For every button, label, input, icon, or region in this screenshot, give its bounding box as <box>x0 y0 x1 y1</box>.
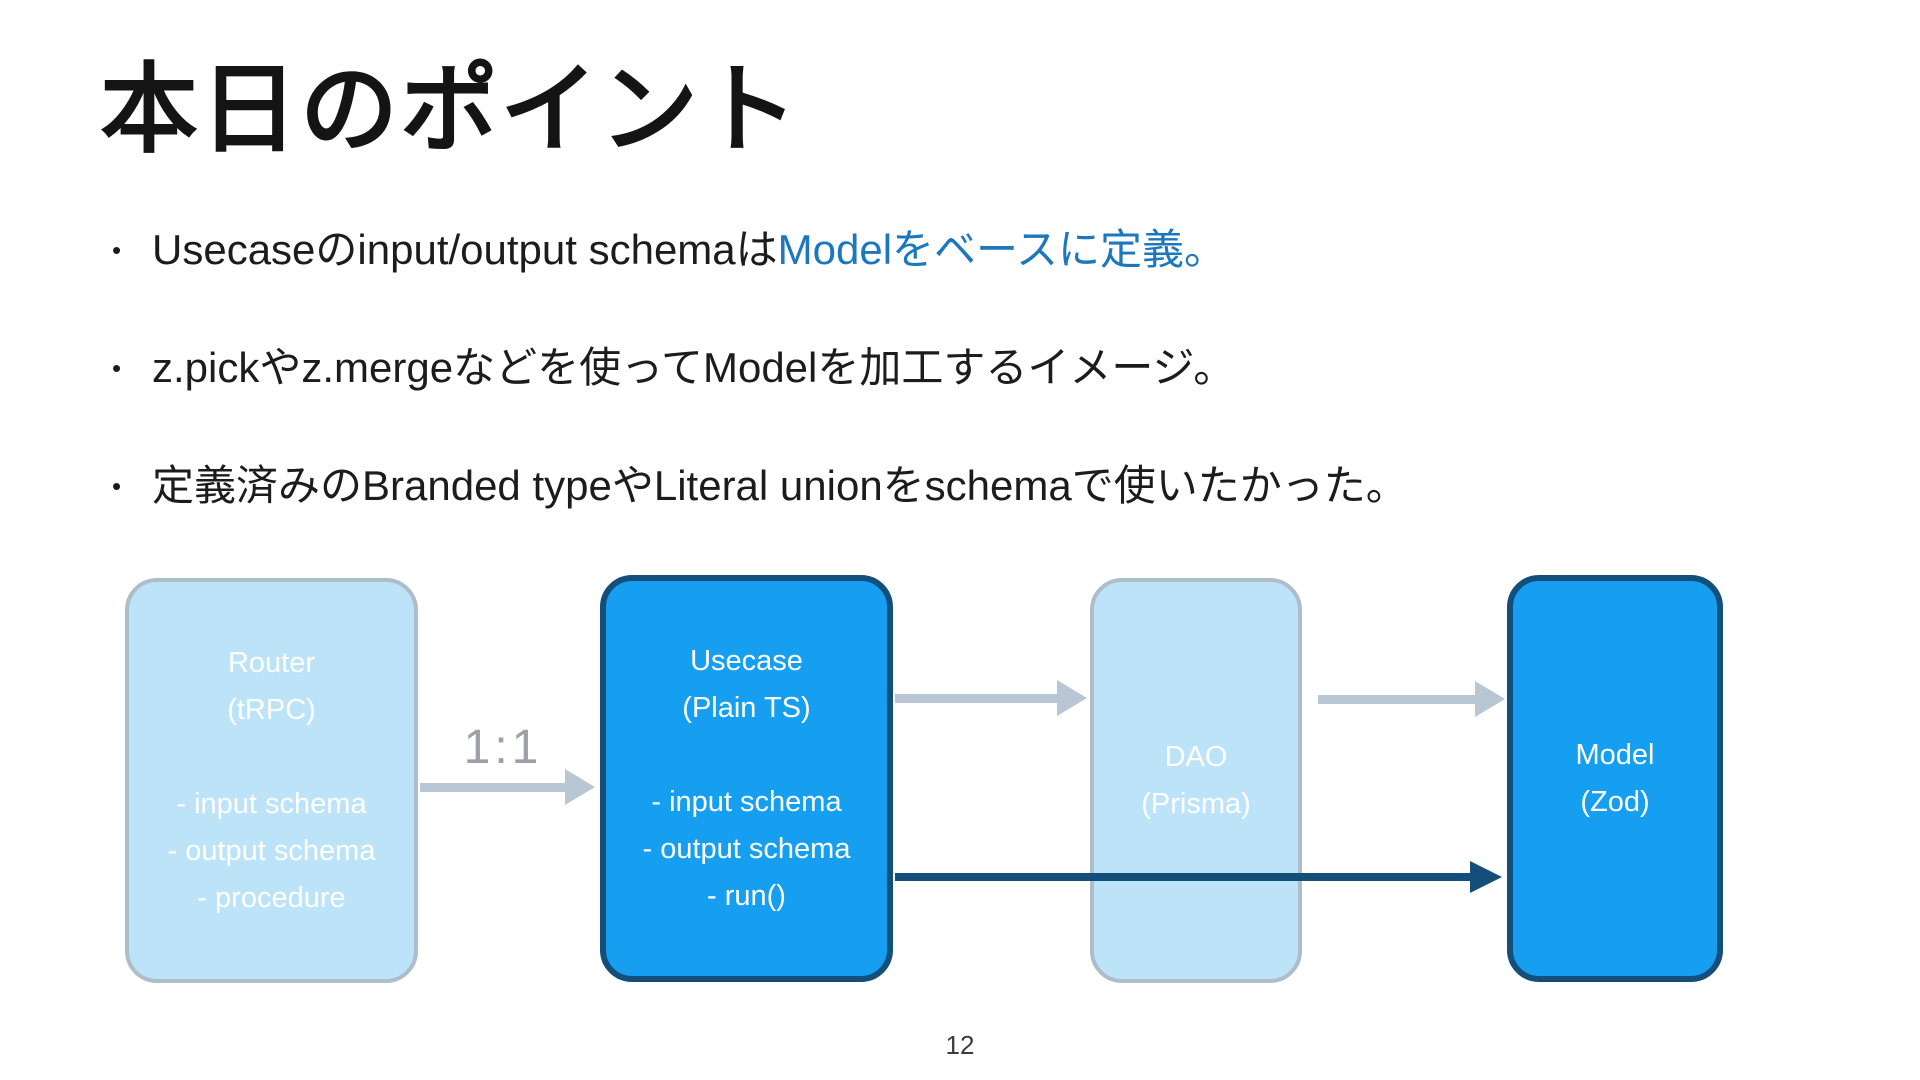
bullet-list: • Usecaseのinput/output schemaはModelをベースに… <box>106 222 1408 576</box>
box-subtitle: (Zod) <box>1580 785 1650 818</box>
arrow-usecase-to-model-icon <box>895 861 1502 893</box>
arrow-head <box>1470 861 1502 893</box>
box-title: Usecase <box>690 644 803 677</box>
bullet-text: Usecaseのinput/output schemaはModelをベースに定義… <box>152 222 1226 278</box>
arrow-head <box>1475 681 1505 717</box>
bullet-text: z.pickやz.mergeなどを使ってModelを加工するイメージ。 <box>152 340 1235 396</box>
box-title: Router <box>227 646 316 679</box>
arrow-usecase-to-dao-icon <box>895 680 1087 716</box>
bullet-text-black: z.pickやz.mergeなどを使ってModelを加工するイメージ。 <box>152 344 1236 391</box>
bullet-dot-icon: • <box>112 352 122 383</box>
bullet-dot-icon: • <box>112 470 122 501</box>
arrow-shaft <box>895 873 1470 881</box>
box-subtitle: (Prisma) <box>1141 787 1251 820</box>
ratio-1-1-label: 1:1 <box>463 721 543 774</box>
arrow-shaft <box>1318 694 1475 704</box>
bullet-text-black: 定義済みのBranded typeやLiteral unionをschemaで使… <box>152 462 1408 509</box>
arrow-head <box>1057 680 1087 716</box>
arrow-dao-to-model-icon <box>1318 681 1505 717</box>
arrow-router-to-usecase-icon <box>420 769 595 805</box>
bullet-text: 定義済みのBranded typeやLiteral unionをschemaで使… <box>152 458 1408 514</box>
diagram-box-dao: DAO (Prisma) <box>1090 578 1302 983</box>
bullet-item: • 定義済みのBranded typeやLiteral unionをschema… <box>106 458 1408 514</box>
diagram-box-model: Model (Zod) <box>1507 575 1723 982</box>
box-subtitle: (tRPC) <box>227 693 316 726</box>
bullet-item: • Usecaseのinput/output schemaはModelをベースに… <box>106 222 1408 278</box>
arrow-shaft <box>895 693 1057 703</box>
box-item: - input schema <box>651 785 842 818</box>
page-number: 12 <box>945 1030 975 1060</box>
bullet-text-blue: Modelをベースに定義。 <box>777 226 1226 273</box>
bullet-text-black: Usecaseのinput/output schemaは <box>152 226 778 273</box>
box-item: - output schema <box>642 832 851 865</box>
box-item: - output schema <box>167 834 376 867</box>
box-title: Model <box>1575 738 1655 771</box>
arrow-shaft <box>420 782 565 792</box>
box-item: - procedure <box>197 881 346 914</box>
arrow-head <box>565 769 595 805</box>
box-item: - input schema <box>176 787 367 820</box>
diagram-box-router: Router (tRPC) - input schema - output sc… <box>125 578 418 983</box>
box-subtitle: (Plain TS) <box>682 691 811 724</box>
diagram-box-usecase: Usecase (Plain TS) - input schema - outp… <box>600 575 893 982</box>
box-title: DAO <box>1164 740 1228 773</box>
page-title: 本日のポイント <box>100 54 801 164</box>
bullet-item: • z.pickやz.mergeなどを使ってModelを加工するイメージ。 <box>106 340 1408 396</box>
bullet-dot-icon: • <box>112 234 122 265</box>
box-item: - run() <box>707 879 786 912</box>
